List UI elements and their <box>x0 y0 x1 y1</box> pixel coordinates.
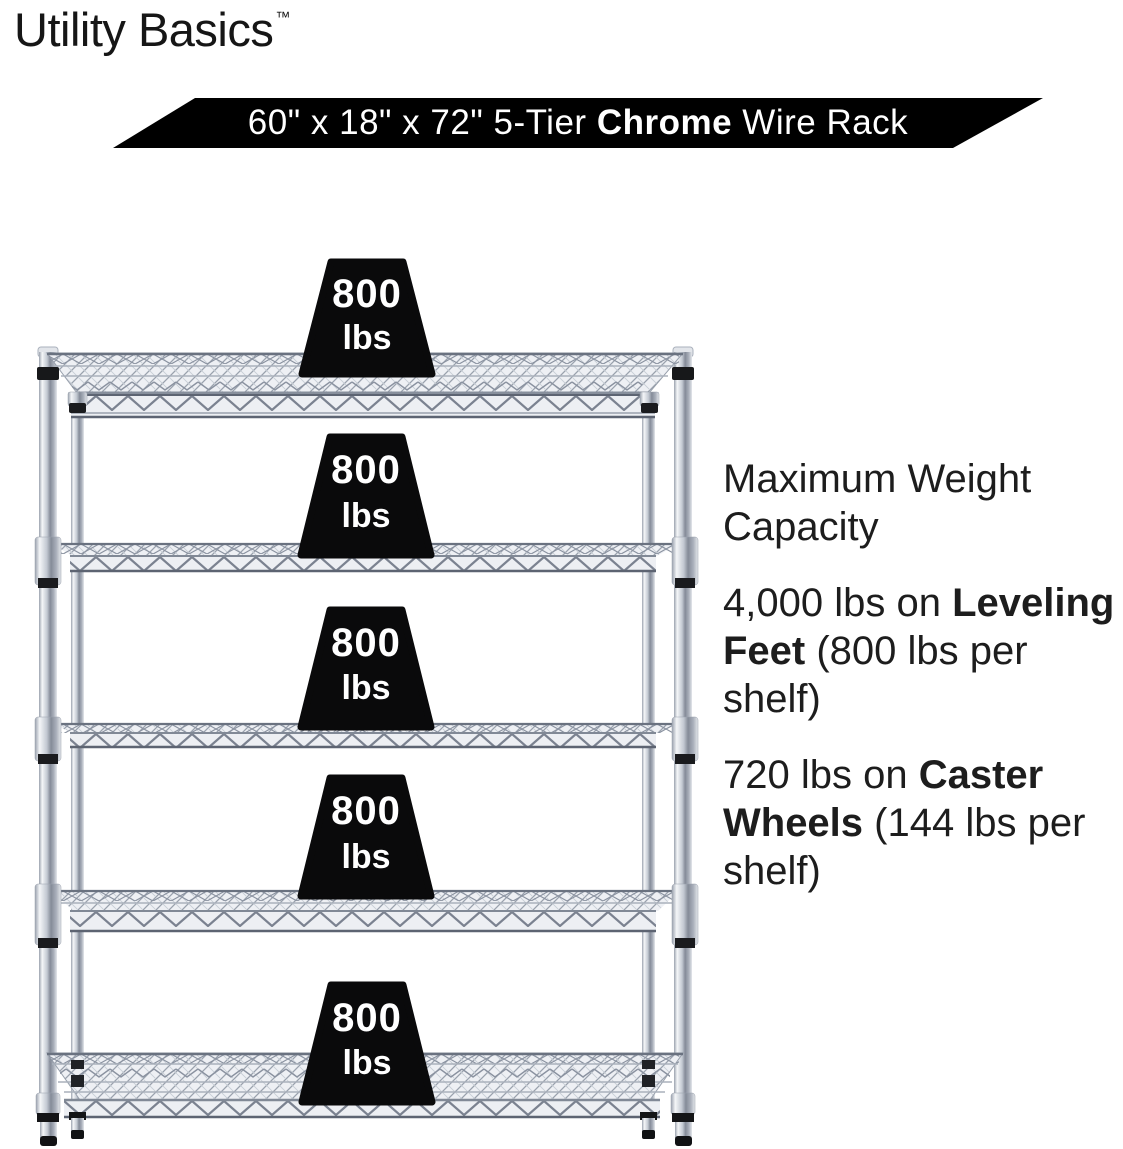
weight-unit: lbs <box>341 838 390 876</box>
weight-unit: lbs <box>341 497 390 535</box>
weight-value: 800 <box>332 272 402 316</box>
weight-value: 800 <box>331 621 401 665</box>
banner-text-suffix: Wire Rack <box>732 103 909 142</box>
weight-value: 800 <box>331 448 401 492</box>
weight-value: 800 <box>332 996 402 1040</box>
foot-left <box>40 1122 57 1138</box>
caster-prefix: 720 lbs on <box>723 753 919 797</box>
foot-sleeve-left <box>35 1092 61 1116</box>
caster-capacity-text: 720 lbs on Caster Wheels (144 lbs per sh… <box>723 751 1123 895</box>
weight-marker-5: 800 lbs <box>298 981 436 1106</box>
inner-left-post <box>71 398 84 1102</box>
weight-value: 800 <box>331 789 401 833</box>
post-collars <box>34 367 699 1087</box>
title-banner: 60" x 18" x 72" 5-Tier Chrome Wire Rack <box>113 98 1043 148</box>
weight-unit: lbs <box>341 669 390 707</box>
foot-sleeve-right <box>670 1092 696 1116</box>
leveling-prefix: 4,000 lbs on <box>723 581 953 625</box>
brand-name: Utility Basics <box>14 3 274 56</box>
capacity-info: Maximum Weight Capacity 4,000 lbs on Lev… <box>723 455 1123 895</box>
foot-right <box>675 1122 692 1138</box>
capacity-heading: Maximum Weight Capacity <box>723 457 1032 549</box>
banner-text-prefix: 60" x 18" x 72" 5-Tier <box>247 103 597 142</box>
leveling-capacity-text: 4,000 lbs on Leveling Feet (800 lbs per … <box>723 579 1123 723</box>
weight-marker-4: 800 lbs <box>297 774 435 900</box>
leveling-feet <box>35 1092 696 1146</box>
weight-unit: lbs <box>342 1044 391 1082</box>
banner-text-bold: Chrome <box>596 103 733 142</box>
inner-right-post <box>642 398 655 1102</box>
weight-marker-3: 800 lbs <box>297 606 435 731</box>
leveling-suffix: (800 lbs per shelf) <box>723 629 1039 721</box>
caster-suffix: (144 lbs per shelf) <box>723 801 1097 893</box>
foot-inner-right <box>642 1118 655 1132</box>
caster-bold: Caster Wheels <box>723 753 1044 845</box>
weight-marker-2: 800 lbs <box>297 433 435 559</box>
leveling-bold: Leveling Feet <box>723 581 1115 673</box>
foot-inner-left <box>71 1118 84 1132</box>
trademark-symbol: ™ <box>275 9 290 26</box>
weight-unit: lbs <box>342 319 391 357</box>
weight-marker-1: 800 lbs <box>298 258 436 378</box>
